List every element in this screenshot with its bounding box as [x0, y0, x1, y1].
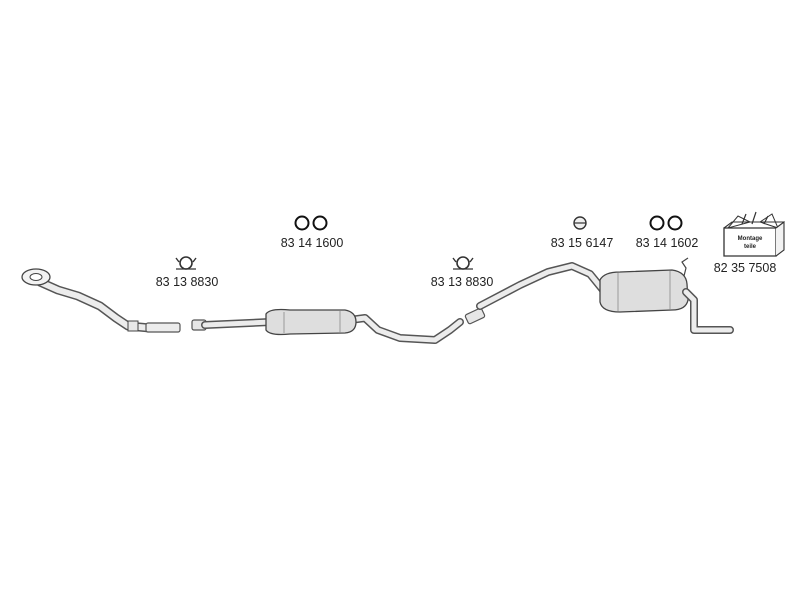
rubber-rings-icon	[294, 215, 328, 231]
hanger-rubber-icon	[573, 216, 587, 230]
clamp-icon	[175, 256, 197, 270]
rear-silencer[interactable]	[599, 257, 734, 334]
front-pipe[interactable]	[21, 268, 181, 333]
rubber-rings-icon	[649, 215, 683, 231]
middle-pipe[interactable]	[191, 314, 464, 344]
part-number-rubber-rings-rear: 83 14 1602	[636, 236, 699, 250]
mounting-kit-box-text-line1: Montage	[738, 236, 763, 242]
clamp-icon	[452, 256, 474, 270]
mounting-kit-box-text-line2: teile	[744, 244, 757, 250]
part-number-hanger-rubber: 83 15 6147	[551, 236, 614, 250]
part-number-rubber-rings-front: 83 14 1600	[281, 236, 344, 250]
rear-pipe[interactable]	[464, 262, 607, 325]
centre-silencer[interactable]	[265, 308, 357, 336]
part-number-clamp-front: 83 13 8830	[156, 275, 219, 289]
part-number-mounting-kit: 82 35 7508	[714, 261, 777, 275]
mounting-kit-box-icon	[723, 211, 785, 257]
part-number-clamp-rear: 83 13 8830	[431, 275, 494, 289]
